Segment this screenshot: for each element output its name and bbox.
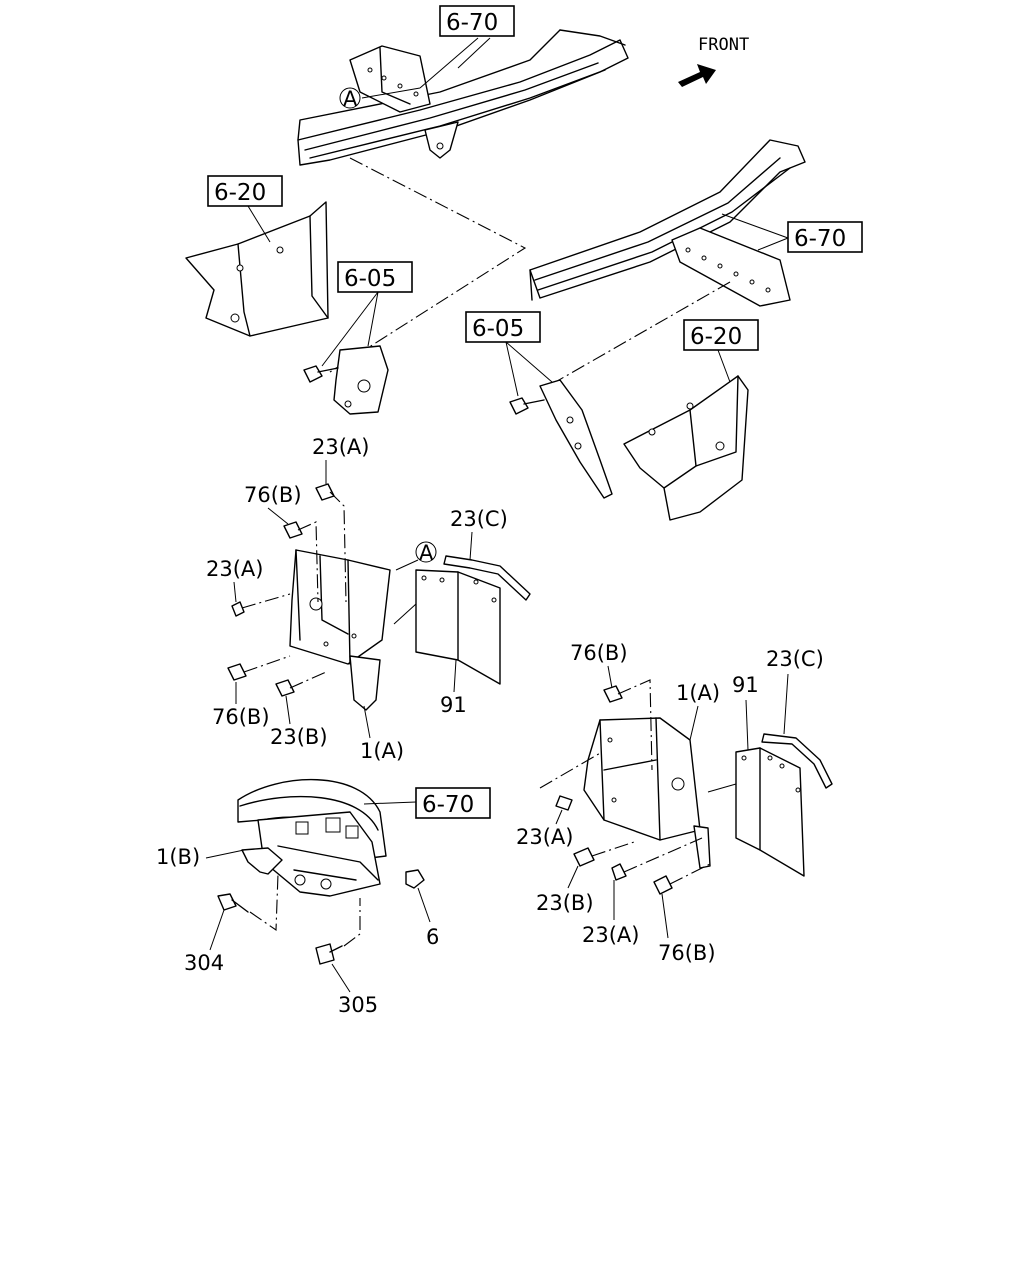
leader-line [453,659,457,693]
leader-6-20-right [717,349,731,383]
bolt-icon [303,365,339,383]
detail-marker-a-top: A [339,87,361,111]
frame-bracket-left [333,345,389,415]
callout-23a-right: 23(A) [516,825,573,849]
callout-304: 304 [184,951,224,975]
frame-bracket-right [539,379,613,499]
svg-text:6-20: 6-20 [690,324,742,350]
callout-6: 6 [426,925,439,949]
leader-line [555,809,563,825]
leader-line [205,849,245,859]
svg-text:A: A [343,87,358,111]
callout-23b-right: 23(B) [536,891,594,915]
splash-panel-left [185,201,329,337]
mudflap-strip-right [761,733,833,789]
callout-23a-right-bottom: 23(A) [582,923,639,947]
frame-rail-left [297,29,629,166]
callout-76b-right-top: 76(B) [570,641,628,665]
callout-91-left: 91 [440,693,467,717]
leader-6-70-top [361,37,491,99]
svg-text:A: A [419,541,434,565]
leader-6-05-right [505,341,553,397]
leader-line [267,507,289,525]
callout-23a-top: 23(A) [312,435,369,459]
leader-line [417,887,431,923]
ref-box-6-70-top: 6-70 [439,5,515,37]
screw-icon [573,841,635,867]
callout-1a-left: 1(A) [360,739,404,763]
splash-panel-right [623,375,749,521]
svg-text:6-70: 6-70 [422,792,474,818]
screw-icon [231,593,291,617]
screw-icon [611,837,703,881]
mudflap-left [415,569,501,685]
leader-line [661,893,669,939]
leader-6-05-left [321,291,379,367]
screw-icon [539,751,603,811]
svg-text:6-70: 6-70 [794,226,846,252]
leader-line [689,705,699,741]
bolt-icon [227,655,291,681]
screw-icon [275,671,327,697]
leader-line [363,705,371,739]
leader-line [707,783,737,793]
callout-23a-left: 23(A) [206,557,263,581]
bolt-icon [217,873,279,932]
callout-91-right: 91 [732,673,759,697]
marker-a-mudguard-left: A [415,541,437,565]
leader-line [469,531,473,561]
svg-text:6-20: 6-20 [214,180,266,206]
frame-rail-right [529,139,806,307]
callout-23c-right: 23(C) [766,647,824,671]
callout-76b-top: 76(B) [244,483,302,507]
ref-box-6-05-right: 6-05 [465,311,541,343]
ref-box-6-70-right: 6-70 [787,221,863,253]
ref-box-6-70-bottom: 6-70 [415,787,491,819]
ref-box-6-20-left: 6-20 [207,175,283,207]
leader-6-70-right [721,213,789,251]
leader-line [233,581,237,603]
leader-marker-a [393,559,419,625]
mudflap-strip-left [443,555,531,601]
callout-305: 305 [338,993,378,1017]
leader-line [331,963,351,993]
callout-23c-left: 23(C) [450,507,508,531]
callout-1a-right: 1(A) [676,681,720,705]
bolt-icon [653,863,711,895]
leader-line [783,673,789,735]
nut-icon [405,869,425,889]
bolt-icon [509,397,545,415]
leader-dashed-left [329,157,527,373]
mudguard-bracket-left [289,549,391,711]
callout-1b: 1(B) [156,845,200,869]
leader-line [567,865,579,889]
ref-box-6-20-right: 6-20 [683,319,759,351]
mudflap-right [735,747,805,877]
leader-6-70-bottom [363,801,417,805]
svg-text:6-70: 6-70 [446,10,498,36]
svg-text:6-05: 6-05 [472,316,524,342]
callout-23b-left: 23(B) [270,725,328,749]
wheel-arch-assembly [237,779,387,897]
screw-icon [315,483,347,603]
ref-box-6-05-left: 6-05 [337,261,413,293]
svg-text:6-05: 6-05 [344,266,396,292]
bolt-icon [283,521,319,603]
bolt-icon [315,898,361,965]
leader-line [209,909,225,951]
callout-76b-right-bottom: 76(B) [658,941,716,965]
leader-dashed-right [551,281,731,385]
front-arrow-icon [678,64,716,87]
leader-line [607,665,613,689]
leader-line [285,695,291,725]
callout-76b-bottom: 76(B) [212,705,270,729]
front-label: FRONT [698,35,749,55]
leader-6-20-left [247,205,271,243]
mudguard-bracket-right [583,717,711,869]
leader-line [745,699,749,751]
